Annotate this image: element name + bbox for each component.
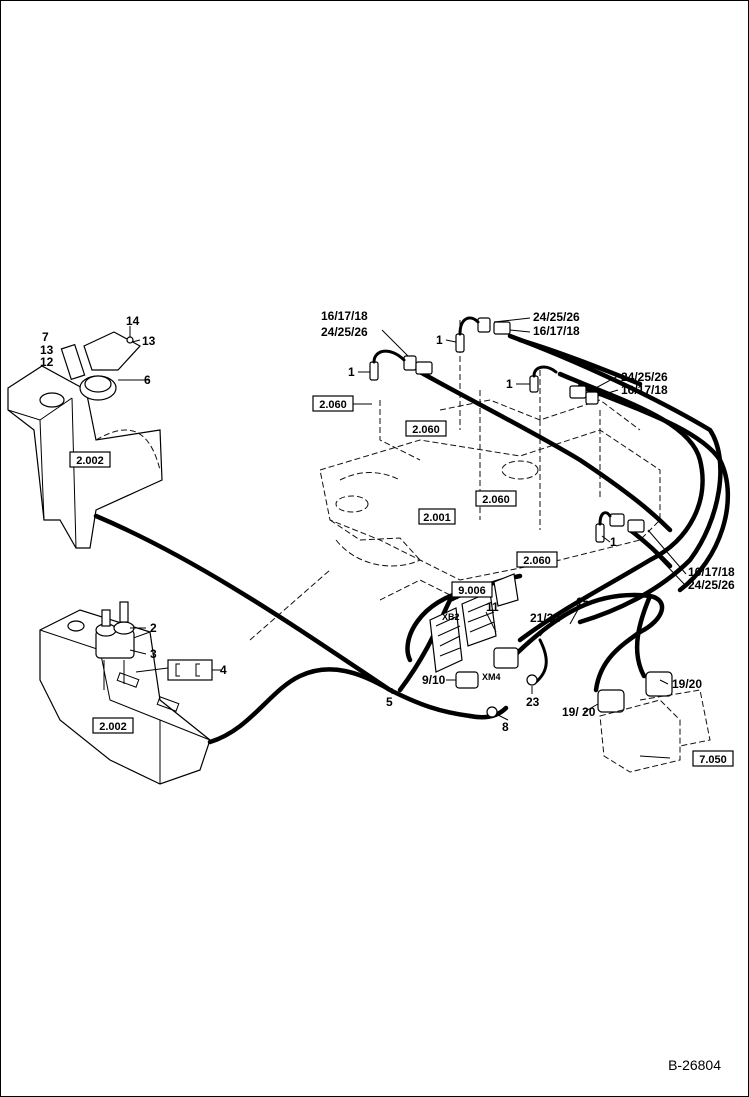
svg-text:2.060: 2.060 bbox=[482, 494, 510, 506]
callout-21-22: 21/22 bbox=[530, 611, 560, 625]
ref-box-2060-d: 2.060 bbox=[516, 551, 558, 568]
callout-15: 15 bbox=[576, 595, 590, 609]
callout-13-a: 13 bbox=[142, 334, 156, 348]
ref-box-2060-a: 2.060 bbox=[312, 395, 372, 412]
callout-16-17-18-c: 16/17/18 bbox=[621, 383, 668, 397]
callout-3: 3 bbox=[150, 647, 157, 661]
callout-19-20-b: 19/ 20 bbox=[562, 705, 596, 719]
callout-1-b: 1 bbox=[436, 333, 443, 347]
callout-24-25-26-b: 24/25/26 bbox=[533, 310, 580, 324]
svg-text:2.060: 2.060 bbox=[412, 424, 440, 436]
callout-24-25-26-d: 24/25/26 bbox=[688, 578, 735, 592]
label-xm4: XM4 bbox=[482, 672, 501, 682]
callout-12: 12 bbox=[40, 355, 54, 369]
svg-text:7.050: 7.050 bbox=[699, 754, 727, 766]
callout-1-d: 1 bbox=[610, 535, 617, 549]
solenoid-valves bbox=[597, 671, 711, 773]
center-connectors bbox=[429, 573, 538, 718]
svg-text:2.002: 2.002 bbox=[76, 455, 104, 467]
svg-text:2.002: 2.002 bbox=[99, 721, 127, 733]
svg-text:2.060: 2.060 bbox=[523, 555, 551, 567]
ref-box-2002-a: 2.002 bbox=[69, 451, 111, 468]
callout-7: 7 bbox=[42, 330, 49, 344]
key-switches bbox=[95, 601, 135, 690]
callout-labels: 16/17/18 24/25/26 24/25/26 16/17/18 24/2… bbox=[40, 309, 735, 734]
callout-16-17-18-a: 16/17/18 bbox=[321, 309, 368, 323]
callout-16-17-18-b: 16/17/18 bbox=[533, 324, 580, 338]
svg-text:9.006: 9.006 bbox=[458, 585, 486, 597]
ref-box-2060-b: 2.060 bbox=[405, 420, 447, 437]
callout-2: 2 bbox=[150, 621, 157, 635]
svg-text:2.060: 2.060 bbox=[319, 399, 347, 411]
callout-11: 11 bbox=[486, 600, 499, 614]
callout-9-10: 9/10 bbox=[422, 673, 446, 687]
callout-1-c: 1 bbox=[506, 377, 513, 391]
callout-14: 14 bbox=[126, 314, 140, 328]
symbol-plate bbox=[135, 659, 222, 681]
callout-16-17-18-d: 16/17/18 bbox=[688, 565, 735, 579]
callout-5: 5 bbox=[386, 695, 393, 709]
ref-box-7050: 7.050 bbox=[692, 750, 734, 767]
callout-8: 8 bbox=[502, 720, 509, 734]
switch-assembly-top bbox=[60, 326, 141, 401]
callout-19-20-a: 19/20 bbox=[672, 677, 702, 691]
ref-box-2060-c: 2.060 bbox=[475, 490, 517, 507]
ref-box-2002-b: 2.002 bbox=[92, 717, 134, 734]
machine-frame bbox=[249, 320, 661, 641]
ref-box-9006: 9.006 bbox=[451, 581, 493, 598]
callout-13-b: 13 bbox=[40, 343, 54, 357]
leader-lines bbox=[118, 317, 687, 759]
label-xb2: XB2 bbox=[442, 612, 460, 622]
document-number: B-26804 bbox=[668, 1057, 721, 1073]
ref-box-2001: 2.001 bbox=[418, 508, 456, 525]
callout-1-a: 1 bbox=[348, 365, 355, 379]
callout-24-25-26-c: 24/25/26 bbox=[621, 370, 668, 384]
svg-text:2.001: 2.001 bbox=[423, 512, 451, 524]
callout-6: 6 bbox=[144, 373, 151, 387]
callout-4: 4 bbox=[220, 663, 227, 677]
sensor-connectors bbox=[369, 316, 645, 543]
callout-23: 23 bbox=[526, 695, 540, 709]
callout-24-25-26-a: 24/25/26 bbox=[321, 325, 368, 339]
